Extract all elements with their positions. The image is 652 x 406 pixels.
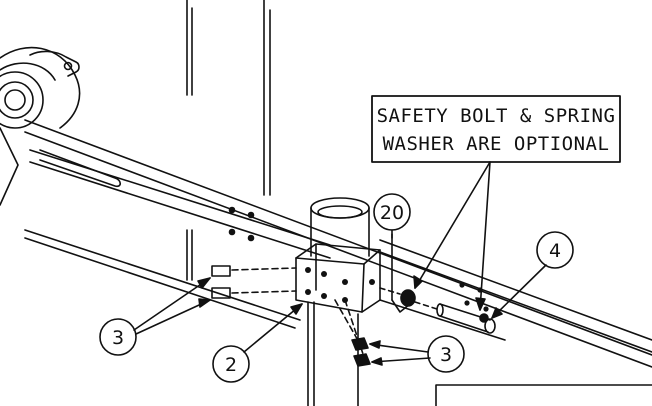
callout-3-left bbox=[99, 277, 211, 356]
rail-holes bbox=[228, 206, 489, 312]
callout-4 bbox=[491, 231, 574, 319]
callout-3-right bbox=[369, 335, 465, 373]
note-line-1: SAFETY BOLT & SPRING bbox=[377, 105, 616, 127]
pulley-wheel bbox=[0, 46, 81, 129]
callout-20 bbox=[373, 193, 411, 239]
callout-2 bbox=[212, 303, 303, 383]
main-rail bbox=[24, 119, 652, 368]
table-corner bbox=[435, 384, 652, 406]
callout-3-right-label: 3 bbox=[440, 344, 452, 366]
callout-20-label: 20 bbox=[380, 202, 404, 224]
square-nuts-lower bbox=[334, 299, 371, 367]
upper-frame-lines bbox=[186, 0, 271, 281]
callout-2-label: 2 bbox=[225, 354, 237, 376]
callout-3-left-label: 3 bbox=[112, 327, 124, 349]
note-line-2: WASHER ARE OPTIONAL bbox=[383, 133, 610, 155]
post-bracket bbox=[295, 197, 381, 406]
square-nuts-left bbox=[211, 265, 297, 299]
callout-4-label: 4 bbox=[549, 240, 561, 262]
bolt-and-washer bbox=[379, 233, 496, 334]
left-arrow-marker bbox=[0, 127, 19, 206]
optional-note-callout bbox=[371, 95, 621, 311]
